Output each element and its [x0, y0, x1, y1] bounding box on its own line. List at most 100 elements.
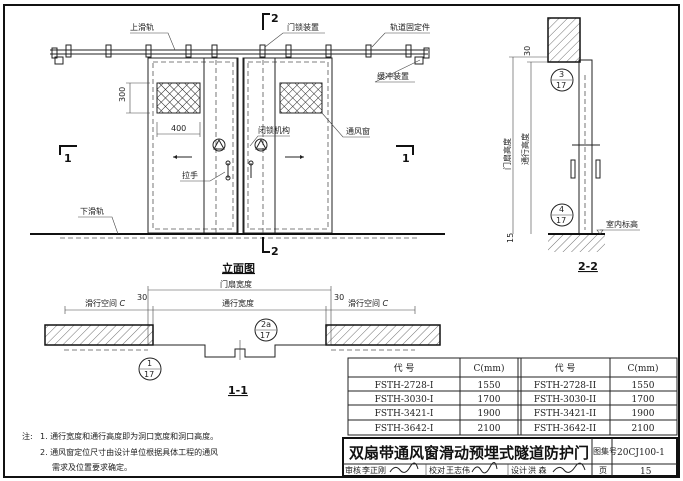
label-upper-rail: 上滑轨	[130, 22, 154, 32]
detail-ref-4-17: 4 17	[550, 203, 574, 227]
page-number: 15	[640, 467, 652, 477]
label-vent-window: 通风窗	[346, 126, 370, 136]
svg-text:17: 17	[144, 370, 154, 379]
atlas-label: 图集号	[593, 446, 617, 456]
section-1-1-title: 1-1	[228, 384, 248, 397]
reviewer-signature	[389, 462, 419, 473]
svg-text:4: 4	[559, 205, 564, 214]
window-height-dim: 300	[118, 87, 127, 102]
dim-door-leaf-width: 门扇宽度	[220, 279, 252, 289]
section-mark-2: 2 2	[262, 12, 279, 258]
svg-text:2a: 2a	[261, 320, 271, 329]
dim-slide-space-left: 滑行空间 C	[85, 298, 126, 308]
detail-ref-1-17: 1 17	[138, 357, 162, 381]
table-row: FSTH-2728-I 1550 FSTH-2728-II 1550	[375, 381, 655, 391]
svg-text:FSTH-3030-I: FSTH-3030-I	[375, 395, 434, 405]
right-wall	[325, 324, 441, 346]
right-vent-window	[279, 82, 323, 114]
dim-offset-bottom: 15	[506, 233, 515, 243]
elevation-title: 立面图	[222, 261, 255, 275]
svg-text:设计: 设计	[511, 465, 527, 475]
svg-text:FSTH-3030-II: FSTH-3030-II	[534, 395, 597, 405]
svg-text:FSTH-3642-I: FSTH-3642-I	[375, 424, 434, 434]
svg-text:代 号: 代 号	[555, 363, 576, 374]
svg-text:17: 17	[556, 216, 566, 225]
dim-offset-top: 30	[523, 46, 532, 56]
svg-text:1: 1	[402, 152, 410, 165]
svg-text:2. 通风窗定位尺寸由设计单位根据具体工程的通风: 2. 通风窗定位尺寸由设计单位根据具体工程的通风	[40, 447, 218, 457]
detail-ref-3-17: 3 17	[550, 68, 574, 92]
svg-text:C(mm): C(mm)	[628, 363, 659, 374]
designer-signature	[552, 462, 586, 473]
svg-text:1900: 1900	[478, 409, 501, 419]
detail-ref-2a-17: 2a 17	[254, 318, 278, 342]
svg-text:C(mm): C(mm)	[474, 363, 505, 374]
dim-passage-height: 通行高度	[520, 133, 530, 165]
label-locking-mechanism: 闭锁机构	[258, 125, 290, 135]
dim-slide-space-right: 滑行空间 C	[348, 298, 389, 308]
slide-direction-arrows	[173, 155, 304, 159]
svg-text:李正刚: 李正刚	[362, 465, 386, 475]
svg-text:3: 3	[559, 70, 564, 79]
table-row: FSTH-3030-I 1700 FSTH-3030-II 1700	[375, 395, 655, 405]
svg-text:审核: 审核	[345, 465, 361, 475]
left-wall	[44, 324, 154, 346]
door-leaf-section	[578, 59, 593, 235]
svg-text:17: 17	[260, 331, 270, 340]
left-vent-window	[156, 82, 201, 114]
sheet-frame	[3, 4, 680, 478]
svg-text:1. 通行宽度和通行高度即为洞口宽度和洞口高度。: 1. 通行宽度和通行高度即为洞口宽度和洞口高度。	[40, 431, 218, 441]
table-row: FSTH-3642-I 2100 FSTH-3642-II 2100	[375, 424, 655, 434]
svg-text:FSTH-3421-II: FSTH-3421-II	[534, 409, 597, 419]
section-2-2-title: 2-2	[578, 260, 598, 273]
atlas-number: 20CJ100-1	[617, 448, 665, 458]
svg-text:FSTH-3421-I: FSTH-3421-I	[375, 409, 434, 419]
svg-text:2: 2	[271, 245, 279, 258]
svg-text:1: 1	[147, 359, 152, 368]
table-header: 代 号 C(mm) 代 号 C(mm)	[394, 363, 659, 374]
section-1-1: 门扇宽度 通行宽度 滑行空间 C 滑行空间 C 30 30 1 17 2a 17…	[44, 279, 441, 397]
svg-text:1700: 1700	[478, 395, 501, 405]
section-mark-1: 1 1	[59, 145, 414, 165]
handle-icon	[225, 160, 254, 181]
svg-text:1550: 1550	[632, 381, 655, 391]
dim-door-leaf-height: 门扇高度	[502, 138, 512, 170]
svg-text:1700: 1700	[632, 395, 655, 405]
svg-text:校对: 校对	[429, 465, 445, 475]
dim-offset-right: 30	[334, 293, 344, 302]
svg-text:2100: 2100	[632, 424, 655, 434]
svg-text:注:: 注:	[22, 431, 33, 441]
model-table: 代 号 C(mm) 代 号 C(mm) FSTH-2728-I 1550 FSTH…	[347, 357, 678, 436]
svg-text:王志伟: 王志伟	[446, 465, 470, 475]
svg-text:洪 森: 洪 森	[528, 465, 547, 475]
label-handle: 拉手	[182, 170, 198, 180]
section-2-2: 门扇高度 通行高度 30 15 3 17 4 17 室内标高 2-2	[502, 17, 640, 273]
signature-row: 审核 李正刚 校对 王志伟 设计 洪 森 页 15	[345, 462, 652, 477]
lock-mechanism-icon	[212, 138, 268, 152]
svg-text:需求及位置要求确定。: 需求及位置要求确定。	[52, 462, 132, 472]
svg-text:页: 页	[599, 466, 607, 475]
svg-text:FSTH-3642-II: FSTH-3642-II	[534, 424, 597, 434]
svg-text:代 号: 代 号	[394, 363, 415, 374]
label-buffer: 缓冲装置	[377, 71, 409, 81]
window-width-dim: 400	[171, 124, 186, 133]
svg-text:1: 1	[64, 152, 72, 165]
dim-offset-left: 30	[137, 293, 147, 302]
rail-brackets	[51, 44, 430, 65]
dim-passage-width: 通行宽度	[222, 298, 254, 308]
title-block: 双扇带通风窗滑动预埋式隧道防护门 图集号 20CJ100-1 审核 李正刚 校对…	[342, 437, 678, 477]
notes: 注: 1. 通行宽度和通行高度即为洞口宽度和洞口高度。 2. 通风窗定位尺寸由设…	[22, 431, 218, 472]
svg-text:2: 2	[271, 12, 279, 25]
svg-text:FSTH-2728-II: FSTH-2728-II	[534, 381, 597, 391]
svg-text:2100: 2100	[478, 424, 501, 434]
svg-text:17: 17	[556, 81, 566, 90]
svg-text:FSTH-2728-I: FSTH-2728-I	[375, 381, 434, 391]
svg-text:1550: 1550	[478, 381, 501, 391]
label-lower-rail: 下滑轨	[80, 206, 104, 216]
label-door-lock: 门锁装置	[287, 22, 319, 32]
label-rail-fixing: 轨道固定件	[390, 22, 430, 32]
lintel-wall	[547, 17, 581, 63]
checker-signature	[471, 462, 498, 474]
